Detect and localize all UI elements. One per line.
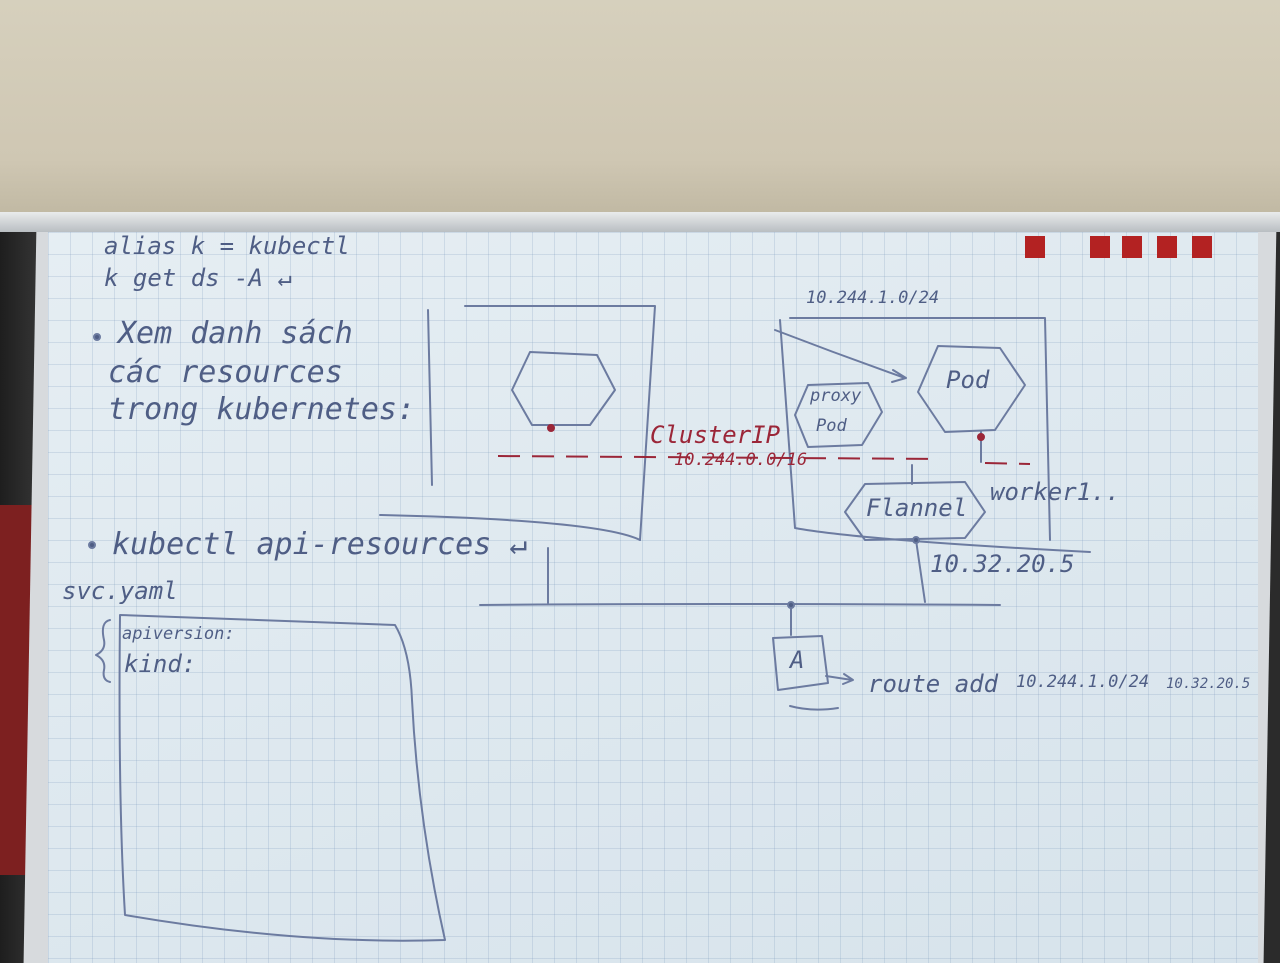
- yaml-box: [118, 614, 446, 942]
- get-ds-line: k get ds -A ↵: [104, 264, 292, 292]
- cluster-ip-line: [497, 455, 941, 460]
- subnet-label: 10.244.1.0/24: [806, 288, 940, 308]
- host-box: [772, 635, 829, 691]
- bullet-dot: [93, 333, 101, 341]
- alias-line: alias k = kubectl: [104, 232, 350, 260]
- magnet-marker: [1192, 236, 1212, 258]
- wall: [0, 0, 1280, 228]
- pod-hexagon: [511, 351, 616, 426]
- proxy-label: proxy: [810, 386, 862, 406]
- node-right-top: [789, 317, 1051, 541]
- bullet1-line3: trong kubernetes:: [108, 392, 416, 427]
- route-gateway-label: 10.32.20.5: [1166, 676, 1251, 692]
- whiteboard: [48, 232, 1258, 963]
- kind-label: kind:: [124, 650, 197, 678]
- host-label: A: [790, 646, 805, 674]
- route-network-label: 10.244.1.0/24: [1016, 672, 1150, 692]
- brace: [95, 619, 111, 683]
- magnet-marker: [1157, 236, 1177, 258]
- cluster-cidr-label: 10.244.0.0/16: [674, 450, 808, 470]
- magnet-marker: [1122, 236, 1142, 258]
- bullet1-line1: Xem danh sách: [118, 316, 353, 351]
- node-left-side: [427, 309, 433, 486]
- flannel-label: Flannel: [866, 494, 968, 522]
- flannel-hexagon: [844, 481, 986, 541]
- cluster-ip-label: ClusterIP: [650, 421, 781, 449]
- proxy-pod-hexagon: [794, 382, 883, 448]
- pod-hexagon: [917, 345, 1026, 433]
- whiteboard-rail: [0, 212, 1280, 232]
- pod-label: Pod: [946, 366, 990, 394]
- svc-yaml-label: svc.yaml: [62, 577, 178, 605]
- worker-label: worker1..: [990, 478, 1121, 506]
- proxy-pod-label: Pod: [816, 416, 847, 436]
- magnet-marker: [1090, 236, 1110, 258]
- node-left-base: [379, 514, 641, 541]
- network-line: [479, 603, 1001, 606]
- bullet-dot: [88, 541, 96, 549]
- apiversion-label: apiversion:: [122, 624, 235, 644]
- node-left-outline: [464, 305, 656, 541]
- route-add-label: route add: [868, 670, 999, 698]
- bullet2-line: kubectl api-resources ↵: [112, 527, 528, 562]
- bullet1-line2: các resources: [108, 355, 343, 390]
- arrow: [774, 329, 906, 379]
- node-ip-label: 10.32.20.5: [930, 550, 1075, 578]
- magnet-marker: [1025, 236, 1045, 258]
